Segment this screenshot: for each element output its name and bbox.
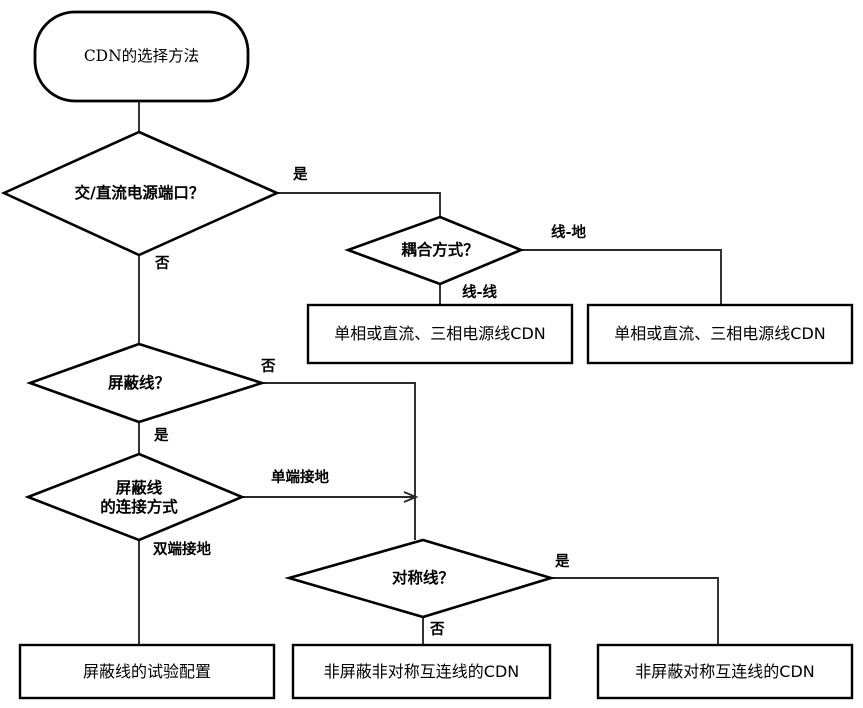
node-cdn-line-line-box[interactable] — [306, 303, 574, 365]
node-cdn-line-ground-box[interactable] — [586, 303, 854, 365]
node-start-terminator[interactable] — [33, 10, 250, 103]
node-shield-test-config-box[interactable] — [18, 643, 276, 700]
arrowhead-single-ground — [403, 491, 419, 503]
node-unshielded-sym-cdn-box[interactable] — [596, 643, 854, 700]
node-unshielded-asym-cdn-box[interactable] — [291, 643, 552, 700]
connector-power-yes-to-coupling — [277, 192, 441, 217]
node-shield-connection-decision[interactable] — [24, 452, 246, 542]
node-power-port-decision[interactable] — [0, 130, 281, 257]
node-symmetric-line-decision[interactable] — [284, 538, 556, 619]
node-shielded-cable-decision[interactable] — [26, 342, 267, 424]
connector-symmetric-yes-to-symcdn — [551, 577, 719, 645]
connector-shield-no-to-symmetric — [262, 382, 416, 540]
node-coupling-method-decision[interactable] — [344, 215, 525, 286]
connector-coupling-lineground-to-box — [521, 249, 722, 305]
